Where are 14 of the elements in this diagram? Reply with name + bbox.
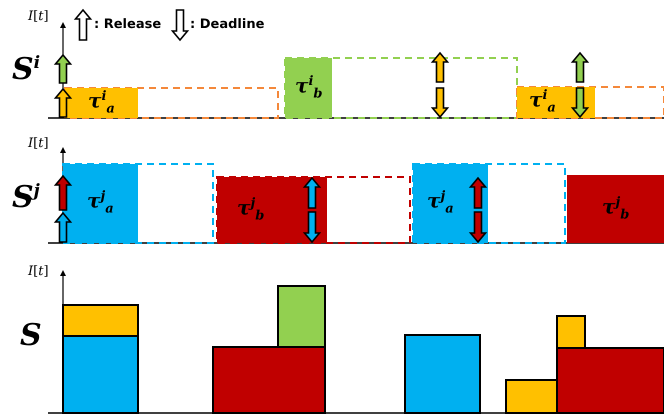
axis-label: I[t] [28, 264, 49, 279]
task-block [217, 177, 327, 243]
axis-label: I[t] [28, 9, 49, 24]
row-label: S [20, 318, 42, 353]
row-label: S$^{i}$ [12, 52, 40, 87]
task-block [413, 164, 488, 243]
task-block [65, 88, 138, 118]
task-block [567, 175, 664, 243]
task-block [63, 164, 138, 243]
row-label: S$^{j}$ [12, 180, 40, 215]
axis-label: I[t] [28, 136, 49, 151]
task-block [285, 58, 332, 118]
legend-text: : Release [94, 17, 162, 32]
legend-text: : Deadline [190, 17, 264, 32]
